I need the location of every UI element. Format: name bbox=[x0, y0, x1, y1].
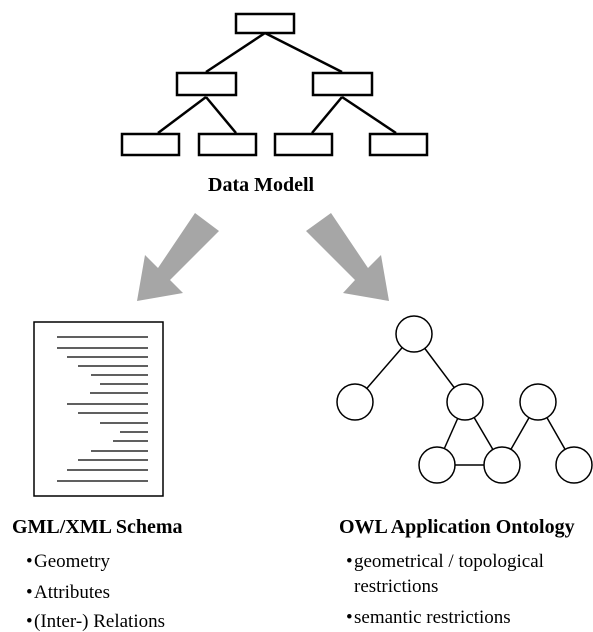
ontology-node-f bbox=[555, 446, 593, 484]
bullet-icon: • bbox=[346, 551, 353, 572]
arrow-down-left bbox=[137, 213, 219, 301]
tree-node-leaf-1 bbox=[120, 132, 181, 157]
tree-node-leaf-3 bbox=[273, 132, 334, 157]
bullet-icon: • bbox=[26, 582, 33, 603]
document-icon bbox=[33, 321, 164, 497]
tree-node-left bbox=[175, 71, 238, 97]
tree-node-leaf-4 bbox=[368, 132, 429, 157]
tree-node-right bbox=[311, 71, 374, 97]
gml-schema-title: GML/XML Schema bbox=[12, 516, 183, 538]
ontology-nodes bbox=[336, 315, 593, 484]
bullet-icon: • bbox=[26, 611, 33, 632]
ontology-node-root bbox=[395, 315, 433, 353]
ontology-node-e bbox=[483, 446, 521, 484]
data-model-title: Data Modell bbox=[208, 174, 315, 196]
list-item: •(Inter-) Relations bbox=[26, 611, 165, 632]
ontology-node-c bbox=[519, 383, 557, 421]
tree-node-leaf-2 bbox=[197, 132, 258, 157]
ontology-node-b bbox=[446, 383, 484, 421]
bullet-icon: • bbox=[346, 607, 353, 628]
tree-edges bbox=[157, 31, 397, 135]
ontology-node-d bbox=[418, 446, 456, 484]
tree-nodes bbox=[120, 12, 429, 157]
list-item: •semantic restrictions bbox=[346, 607, 511, 628]
list-item: •Geometry bbox=[26, 551, 110, 572]
list-item-continuation: restrictions bbox=[354, 576, 439, 597]
list-item: •Attributes bbox=[26, 582, 110, 603]
owl-ontology-title: OWL Application Ontology bbox=[339, 516, 575, 538]
list-item: •geometrical / topological bbox=[346, 551, 544, 572]
ontology-node-a bbox=[336, 383, 374, 421]
arrow-down-right bbox=[306, 213, 389, 301]
tree-node-root bbox=[234, 12, 296, 35]
bullet-icon: • bbox=[26, 551, 33, 572]
